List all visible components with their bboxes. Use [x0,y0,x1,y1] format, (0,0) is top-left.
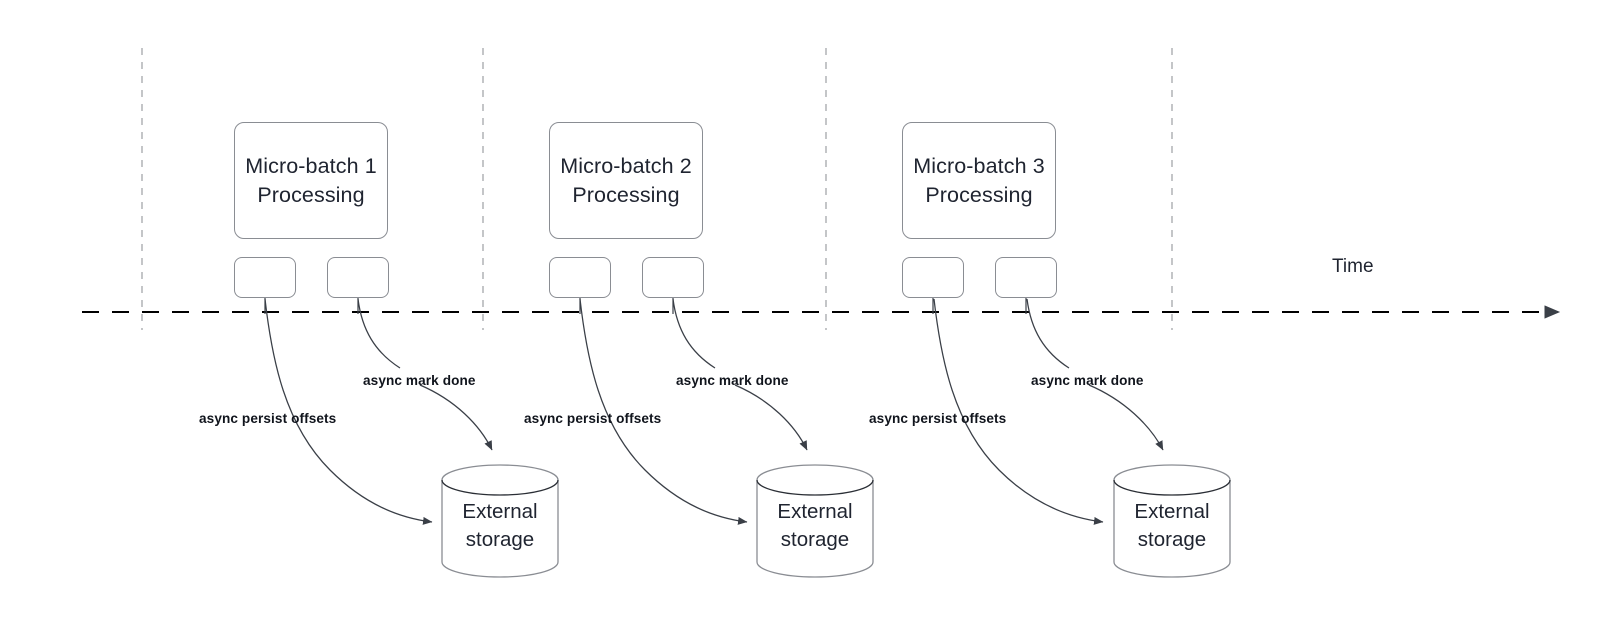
edge-async-mark-done-3-seg1 [1026,298,1070,369]
edge-async-mark-done-3-seg2 [1088,384,1164,451]
microbatch-box-2[interactable]: Micro-batch 2 Processing [549,122,703,239]
external-storage-cylinder-1-top-ellipse [441,479,559,496]
microbatch-3-tick-end[interactable] [995,257,1057,298]
microbatch-1-tick-end[interactable] [327,257,389,298]
microbatch-2-tick-start[interactable] [549,257,611,298]
edge-async-mark-done-1-seg1 [357,298,401,369]
microbatch-box-label: Micro-batch 2 Processing [560,153,692,207]
edge-label-async-persist-offsets-2: async persist offsets [524,411,662,426]
microbatch-box-label: Micro-batch 1 Processing [245,153,377,207]
edge-label-async-mark-done-2: async mark done [676,373,789,388]
external-storage-label-2: External storage [777,500,853,551]
edge-async-mark-done-2-seg2 [734,384,808,451]
edge-label-async-mark-done-1: async mark done [363,373,476,388]
microbatch-box-label: Micro-batch 3 Processing [913,153,1045,207]
external-storage-cylinder-3-top-ellipse [1113,479,1231,496]
microbatch-1-tick-start[interactable] [234,257,296,298]
microbatch-box-3[interactable]: Micro-batch 3 Processing [902,122,1056,239]
external-storage-label-3: External storage [1134,500,1210,551]
external-storage-label-1: External storage [462,500,538,551]
microbatch-box-1[interactable]: Micro-batch 1 Processing [234,122,388,239]
microbatch-2-tick-end[interactable] [642,257,704,298]
edge-async-mark-done-1-seg2 [419,384,493,451]
edge-label-async-persist-offsets-1: async persist offsets [199,411,337,426]
time-axis-label: Time [1332,256,1374,277]
external-storage-cylinder-2-top-ellipse [756,479,874,496]
microbatch-3-tick-start[interactable] [902,257,964,298]
edge-async-mark-done-2-seg1 [672,298,716,369]
edge-label-async-persist-offsets-3: async persist offsets [869,411,1007,426]
edge-label-async-mark-done-3: async mark done [1031,373,1144,388]
